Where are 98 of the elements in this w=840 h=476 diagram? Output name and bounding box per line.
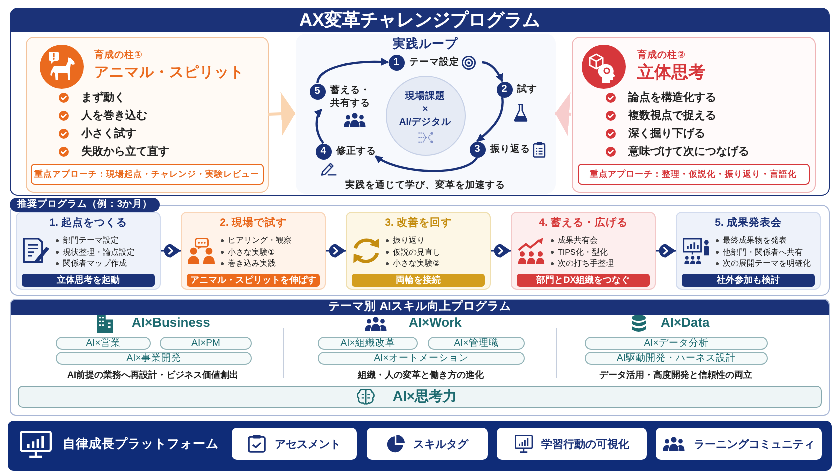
bullet-item: 部門テーマ設定 (55, 235, 119, 246)
category-heading: AI×Business (132, 315, 210, 331)
checklist-item: 小さく試す (82, 128, 136, 141)
category-caption: データ活用・高度開発と信頼性の両立 (600, 370, 752, 381)
step-label: 蓄える・共有する (330, 84, 370, 110)
approach-box: 重点アプローチ：整理・仮説化・振り返り・言語化 (578, 164, 810, 184)
card-title: 3. 改善を回す (385, 217, 452, 230)
feature-label: 学習行動の可視化 (542, 438, 630, 452)
category-caption: AI前提の業務へ再設計・ビジネス価値創出 (68, 370, 238, 381)
topic-pill: AI×営業 (56, 337, 151, 350)
pillar-card (26, 36, 268, 192)
bar-label: AI×思考力 (393, 388, 458, 405)
bullet-item: 最終成果物を発表 (715, 235, 787, 246)
bullet-item: 仮説の見直し (385, 246, 441, 258)
card-title: 4. 蓄える・広げる (539, 217, 628, 230)
bullet-item: 巻き込み実践 (220, 258, 276, 270)
bullet-item: 他部門・関係者へ共有 (715, 246, 803, 258)
card-title: 2. 現場で試す (220, 217, 287, 230)
loop-panel (296, 34, 556, 194)
step-number: 5 (310, 84, 326, 100)
step-number: 4 (316, 144, 332, 160)
checklist-item: 失敗から立て直す (82, 146, 170, 159)
panel-title: テーマ別 AIスキル向上プログラム (11, 300, 829, 315)
hub-label: 現場課題 × AI/デジタル (398, 90, 453, 128)
topic-pill: AI×組織改革 (318, 337, 418, 350)
platform-title: 自律成長プラットフォーム (63, 437, 219, 452)
checklist-item: 意味づけて次につなげる (628, 146, 750, 159)
topic-pill: AI×管理職 (428, 337, 525, 350)
feature-label: スキルタグ (414, 438, 468, 452)
feature-tile (497, 428, 647, 460)
loop-arrow (482, 61, 504, 82)
tag-bar: 立体思考を起動 (22, 274, 155, 287)
pillar-title: 立体思考 (638, 62, 706, 83)
bullet-item: 関係者マップ作成 (55, 258, 127, 270)
feature-tile (232, 428, 357, 460)
bullet-item: ヒアリング・観察 (220, 235, 292, 246)
topic-pill: AI×事業開発 (56, 352, 252, 365)
topic-pill: AI×PM (160, 337, 252, 350)
chevron-arrow (555, 92, 572, 136)
category-heading: AI×Data (661, 315, 710, 331)
topic-pill: AI駆動開発・ハーネス設計 (585, 352, 768, 365)
pillar-title: アニマル・スピリット (94, 64, 244, 82)
bullet-item: 次の打ち手整理 (550, 258, 614, 270)
step-label: テーマ設定 (410, 56, 460, 68)
bullet-item: TIPS化・型化 (550, 246, 608, 258)
program-panel (10, 299, 830, 416)
pillar-subtitle: 育成の柱① (94, 50, 143, 61)
category-heading: AI×Work (409, 315, 462, 331)
tag-bar: アニマル・スピリットを伸ばす (187, 274, 320, 287)
feature-label: アセスメント (275, 438, 341, 452)
topic-pill: AI×データ分析 (585, 337, 768, 350)
checklist-item: 複数視点で捉える (628, 110, 716, 123)
loop-arrow (374, 155, 478, 172)
section-tab: 推奨プログラム（例：3か月） (10, 198, 160, 212)
card-title: 1. 起点をつくる (50, 217, 128, 230)
card-title: 5. 成果発表会 (715, 217, 782, 230)
loop-arrow (316, 58, 390, 84)
step-card (346, 212, 491, 290)
feature-tile (656, 428, 822, 460)
step-label: 修正する (336, 146, 376, 157)
checklist-item: 論点を構造化する (628, 92, 716, 105)
panel-title: AX変革チャレンジプログラム (11, 9, 829, 32)
bullet-item: 振り返り (385, 235, 425, 246)
section-heading: 実践ループ (393, 36, 458, 52)
tag-bar: 両輪を接続 (352, 274, 485, 287)
checklist-item: まず動く (82, 92, 126, 105)
step-card (16, 212, 161, 290)
feature-label: ラーニングコミュニティ (694, 438, 815, 452)
bullet-item: 現状整理・論点設定 (55, 246, 135, 258)
focus-bar (18, 386, 822, 408)
step-label: 振り返る (490, 144, 530, 155)
bullet-item: 次の展開テーマを明確化 (715, 258, 811, 270)
category-caption: 組織・人の変革と働き方の進化 (358, 370, 484, 381)
step-label: 試す (518, 84, 538, 95)
step-number: 1 (388, 54, 404, 70)
loop-caption: 実践を通じて学び、変革を加速する (346, 180, 506, 191)
feature-tile (367, 428, 488, 460)
chevron-arrow (268, 92, 296, 136)
program-panel (10, 8, 830, 196)
checklist-item: 人を巻き込む (82, 110, 148, 123)
topic-pill: AI×オートメーション (318, 352, 525, 365)
loop-arrow (314, 108, 324, 144)
platform-bar (8, 421, 832, 471)
loop-arrow (476, 97, 504, 142)
pillar-subtitle: 育成の柱② (638, 50, 686, 61)
step-number: 3 (470, 142, 486, 158)
pillar-card (572, 36, 816, 192)
bullet-item: 成果共有会 (550, 235, 598, 246)
tag-bar: 部門とDX組織をつなぐ (517, 274, 650, 287)
step-card (511, 212, 656, 290)
tag-bar: 社外参加も検討 (682, 274, 815, 287)
step-number: 2 (496, 82, 512, 98)
checklist-item: 深く掘り下げる (628, 128, 706, 141)
bullet-item: 小さな実験② (385, 258, 440, 270)
bullet-item: 小さな実験① (220, 246, 276, 258)
approach-box: 重点アプローチ：現場起点・チャレンジ・実験レビュー (30, 164, 264, 184)
step-card (676, 212, 821, 290)
step-card (181, 212, 326, 290)
